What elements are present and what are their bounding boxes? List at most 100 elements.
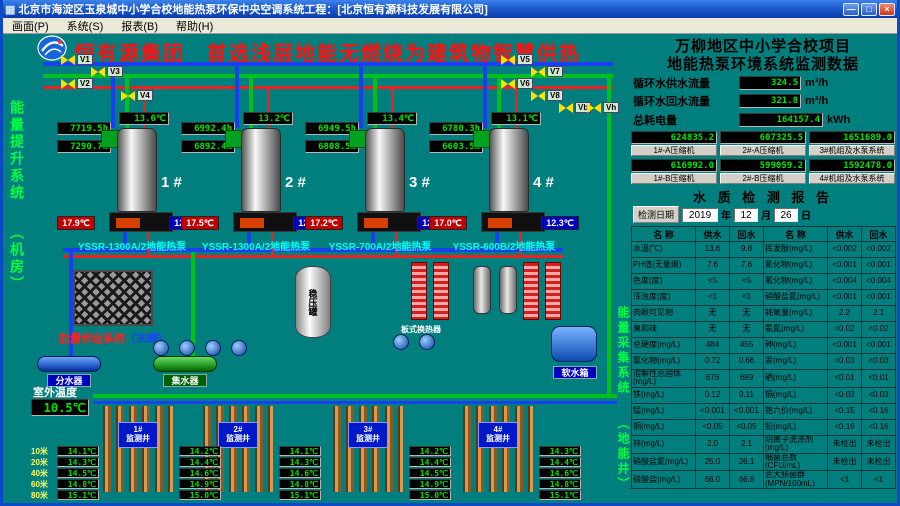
buffer-tank [499, 266, 517, 314]
valve[interactable]: V5 [501, 54, 533, 65]
supply-value-cell: 7.6 [695, 257, 730, 274]
mid-return-pipe [63, 255, 563, 258]
menubar: 画面(P) 系统(S) 报表(B) 帮助(H) [3, 18, 897, 34]
valve-label: V7 [547, 66, 563, 77]
valve[interactable]: V1 [61, 54, 93, 65]
well-temp-display: 14.2℃ [409, 446, 451, 456]
param-name-cell: 汞(mg/L) [763, 353, 828, 370]
return-value-cell: 689 [729, 369, 764, 388]
supply-value-cell: <0.01 [827, 369, 862, 388]
return-value-cell: <0.004 [861, 273, 896, 290]
return-value-cell: 0.11 [729, 386, 764, 404]
table-header-row: 名 称 供水 回水 名 称 供水 回水 [631, 226, 896, 242]
heat-pump-unit: 6992.4h 6892.4h 13.2℃ 2 # 17.5℃ 12.4℃ YS… [181, 112, 331, 262]
valve[interactable]: Vh [587, 102, 620, 113]
menu-item[interactable]: 报表(B) [121, 20, 159, 33]
plate-heat-exchanger [545, 262, 561, 320]
well-temp-display: 15.0℃ [179, 490, 221, 500]
down-pipe [69, 252, 73, 356]
return-value-cell: <0.001 [861, 337, 896, 354]
param-name-cell: 细菌总数(CFU/mL) [763, 452, 828, 472]
menu-item[interactable]: 帮助(H) [176, 20, 214, 33]
flow-label: 循环水供水流量 [633, 78, 710, 90]
return-value-cell: 66.8 [729, 470, 764, 490]
maximize-button[interactable]: □ [861, 2, 877, 16]
valve[interactable]: V2 [61, 78, 93, 89]
energy-counter: 624835.2 1#-A压缩机 [631, 131, 717, 156]
param-name-cell: 硝酸盐氮(mg/L) [763, 289, 828, 306]
well-name: 监测井 [356, 434, 380, 443]
menu-item[interactable]: 画面(P) [12, 20, 49, 33]
water-quality-row: 色度(度) <5 <5 氟化物(mg/L) <0.004 <0.004 [631, 273, 896, 290]
heat-pump-unit: 6949.5h 6808.5h 13.4℃ 3 # 17.2℃ 12.5℃ YS… [305, 112, 455, 262]
well-temp-display: 14.1℃ [57, 446, 99, 456]
pipe-drop [267, 89, 270, 128]
well-number: 2# [233, 425, 243, 435]
valve[interactable]: V4 [121, 90, 153, 101]
pipe-riser [247, 232, 251, 248]
col-name-2: 名 称 [763, 226, 828, 242]
power-value-display: 164157.4 [739, 113, 823, 127]
param-name-cell: 阴离子洗涤剂(mg/L) [763, 434, 828, 454]
flow-metric-row: 循环水供水流量 324.5 m³/h [633, 75, 895, 91]
flow-unit: m³/h [805, 77, 829, 89]
valve-label: V8 [547, 90, 563, 101]
param-name-cell: 铅(mg/L) [763, 418, 828, 436]
water-quality-row: 水温(℃) 13.6 9.8 挥发酚(mg/L) <0.002 <0.002 [631, 241, 896, 258]
water-quality-row: 铁(mg/L) 0.12 0.11 镉(mg/L) <0.03 <0.03 [631, 386, 896, 404]
counter-label: 3#机组及水泵系统 [809, 145, 895, 156]
counter-value-display: 616992.0 [631, 159, 717, 172]
well-return-pipe [93, 401, 617, 404]
supply-value-cell: 66.0 [695, 470, 730, 490]
supply-value-cell: <5 [695, 273, 730, 290]
supply-value-cell: <0.001 [827, 289, 862, 306]
unit-temp-display: 13.2℃ [243, 112, 293, 125]
supply-value-cell: 未检出 [827, 434, 862, 454]
col-name-1: 名 称 [631, 226, 696, 242]
energy-counter: 616992.0 1#-B压缩机 [631, 159, 717, 184]
supply-value-cell: 0.12 [695, 386, 730, 404]
well-temp-display: 14.8℃ [539, 479, 581, 489]
return-value-cell: <1 [729, 289, 764, 306]
compressor-a-hours-display: 6949.5h [305, 122, 359, 135]
unit-temp-display: 13.4℃ [367, 112, 417, 125]
counter-value-display: 1651689.0 [809, 131, 895, 144]
depth-label: 60米 [31, 480, 48, 489]
well-name: 监测井 [486, 434, 510, 443]
return-value-cell: <1 [861, 470, 896, 490]
well-number: 4# [493, 425, 503, 435]
well-temp-display: 14.4℃ [179, 457, 221, 467]
supply-value-cell: <0.15 [827, 402, 862, 420]
minimize-button[interactable]: — [843, 2, 859, 16]
plate-heat-exchanger [411, 262, 427, 320]
mid-supply-pipe [63, 248, 563, 252]
depth-label: 20米 [31, 458, 48, 467]
col-return-2: 回水 [861, 226, 896, 242]
unit-base [357, 212, 421, 232]
well-temp-display: 14.8℃ [57, 479, 99, 489]
valve-label: V4 [137, 90, 153, 101]
valve[interactable]: V6 [501, 78, 533, 89]
well-depth-row: 80米 15.1℃ 15.0℃ 15.1℃ 15.0℃ 15.1℃ [31, 490, 611, 500]
compressor-a-hours-display: 6780.3h [429, 122, 483, 135]
valve[interactable]: V7 [531, 66, 563, 77]
valve[interactable]: V8 [531, 90, 563, 101]
param-name-cell: 氯化物(mg/L) [631, 353, 696, 370]
supply-value-cell: 2.0 [695, 434, 730, 454]
well-temp-display: 15.0℃ [409, 490, 451, 500]
circulation-pump [231, 340, 247, 356]
flow-unit: m³/h [805, 95, 829, 107]
circulation-pump [153, 340, 169, 356]
supply-value-cell: <1 [827, 470, 862, 490]
compressor-a-hours-display: 6992.4h [181, 122, 235, 135]
well-temp-display: 14.5℃ [409, 468, 451, 478]
param-name-cell: 总硬度(mg/L) [631, 337, 696, 354]
well-temp-display: 14.8℃ [279, 479, 321, 489]
close-button[interactable]: × [879, 2, 895, 16]
param-name-cell: 硒(mg/L) [763, 369, 828, 388]
supply-value-cell: <1 [695, 289, 730, 306]
depth-label: 40米 [31, 469, 48, 478]
menu-item[interactable]: 系统(S) [66, 20, 104, 33]
valve-icon [531, 90, 545, 101]
valve[interactable]: V3 [91, 66, 123, 77]
